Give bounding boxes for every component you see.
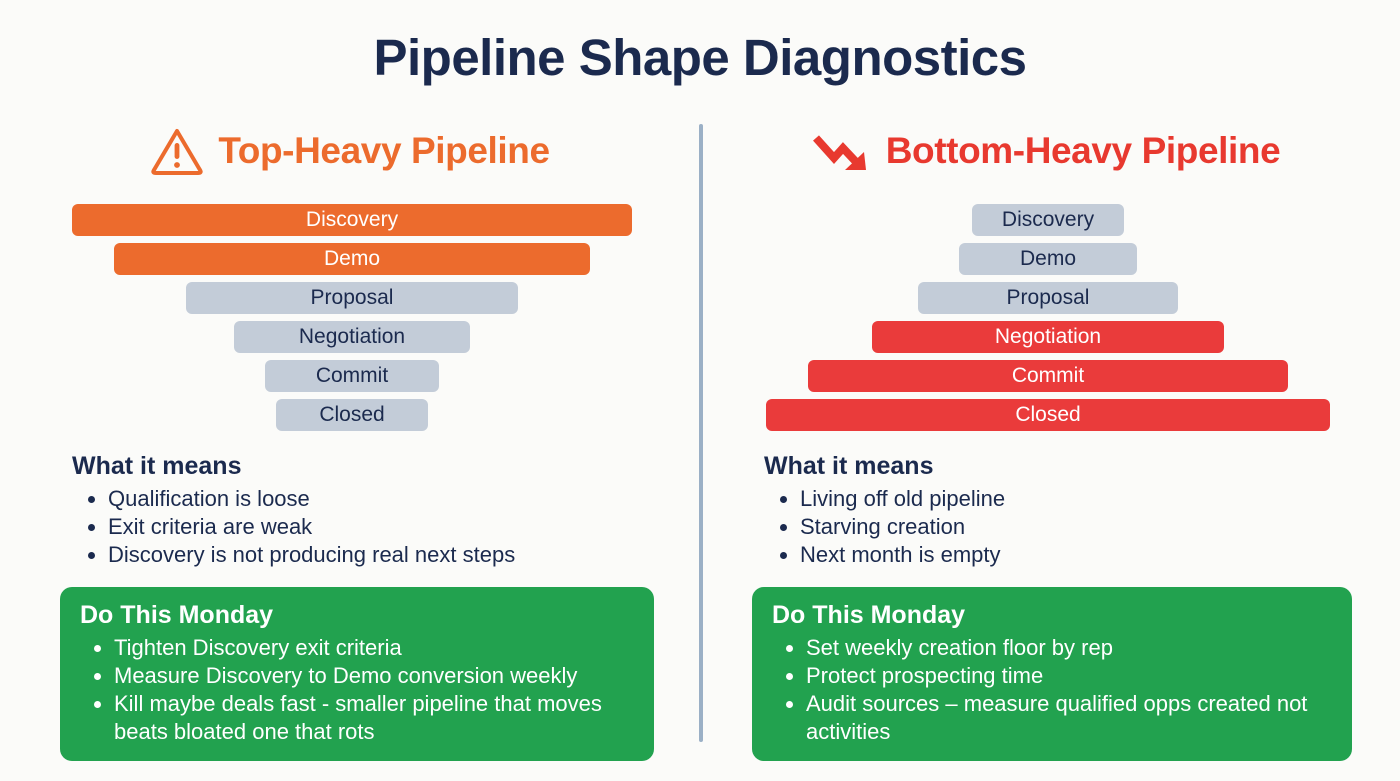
- bottom-heavy-header: Bottom-Heavy Pipeline: [752, 120, 1352, 182]
- page-title: Pipeline Shape Diagnostics: [373, 29, 1027, 86]
- top-heavy-header: Top-Heavy Pipeline: [60, 120, 660, 182]
- funnel-bar: Proposal: [186, 282, 518, 314]
- trend-down-arrow-icon: [810, 126, 872, 176]
- list-item: Discovery is not producing real next ste…: [108, 541, 660, 569]
- list-item: Kill maybe deals fast - smaller pipeline…: [114, 690, 636, 745]
- funnel-bar-label: Closed: [1015, 403, 1081, 426]
- funnel-bar-label: Proposal: [1006, 286, 1090, 309]
- funnel-bar: Demo: [959, 243, 1137, 275]
- funnel-bar: Demo: [114, 243, 590, 275]
- funnel-bar-label: Closed: [319, 403, 385, 426]
- funnel-bar: Commit: [265, 360, 439, 392]
- funnel-bar: Negotiation: [234, 321, 470, 353]
- bottom-heavy-what-it-means: What it means Living off old pipeline St…: [752, 452, 1352, 569]
- funnel-bar: Commit: [808, 360, 1288, 392]
- funnel-bar: Discovery: [72, 204, 632, 236]
- list-item: Audit sources – measure qualified opps c…: [806, 690, 1334, 745]
- funnel-bar-label: Negotiation: [298, 325, 406, 348]
- list-item: Next month is empty: [800, 541, 1352, 569]
- action-card-heading: Do This Monday: [772, 601, 966, 630]
- top-heavy-title: Top-Heavy Pipeline: [218, 130, 550, 171]
- list-item: Protect prospecting time: [806, 662, 1334, 690]
- funnel-bar-label: Demo: [1019, 247, 1077, 270]
- action-list: Set weekly creation floor by rep Protect…: [770, 634, 1334, 745]
- list-item: Living off old pipeline: [800, 485, 1352, 513]
- action-list: Tighten Discovery exit criteria Measure …: [78, 634, 636, 745]
- list-item: Set weekly creation floor by rep: [806, 634, 1334, 662]
- action-card-heading: Do This Monday: [80, 601, 274, 630]
- funnel-bar-label: Negotiation: [994, 325, 1102, 348]
- funnel-bar-label: Demo: [323, 247, 381, 270]
- bottom-heavy-action-card: Do This Monday Set weekly creation floor…: [752, 587, 1352, 762]
- what-it-means-list: Qualification is loose Exit criteria are…: [60, 485, 660, 569]
- funnel-bar: Closed: [276, 399, 428, 431]
- column-divider: [699, 124, 703, 742]
- top-heavy-action-card: Do This Monday Tighten Discovery exit cr…: [60, 587, 654, 762]
- funnel-bar: Closed: [766, 399, 1330, 431]
- funnel-bar: Proposal: [918, 282, 1178, 314]
- funnel-bar-label: Discovery: [305, 208, 399, 231]
- list-item: Exit criteria are weak: [108, 513, 660, 541]
- list-item: Starving creation: [800, 513, 1352, 541]
- what-it-means-heading: What it means: [72, 452, 242, 480]
- what-it-means-list: Living off old pipeline Starving creatio…: [752, 485, 1352, 569]
- list-item: Qualification is loose: [108, 485, 660, 513]
- funnel-bar-label: Commit: [315, 364, 389, 387]
- funnel-bar-label: Commit: [1011, 364, 1085, 387]
- funnel-bar-label: Proposal: [310, 286, 394, 309]
- funnel-bar: Negotiation: [872, 321, 1224, 353]
- funnel-bar-label: Discovery: [1001, 208, 1095, 231]
- top-heavy-what-it-means: What it means Qualification is loose Exi…: [60, 452, 660, 569]
- list-item: Tighten Discovery exit criteria: [114, 634, 636, 662]
- warning-triangle-icon: [150, 126, 204, 176]
- bottom-heavy-title: Bottom-Heavy Pipeline: [885, 130, 1281, 171]
- funnel-bar: Discovery: [972, 204, 1124, 236]
- what-it-means-heading: What it means: [764, 452, 934, 480]
- list-item: Measure Discovery to Demo conversion wee…: [114, 662, 636, 690]
